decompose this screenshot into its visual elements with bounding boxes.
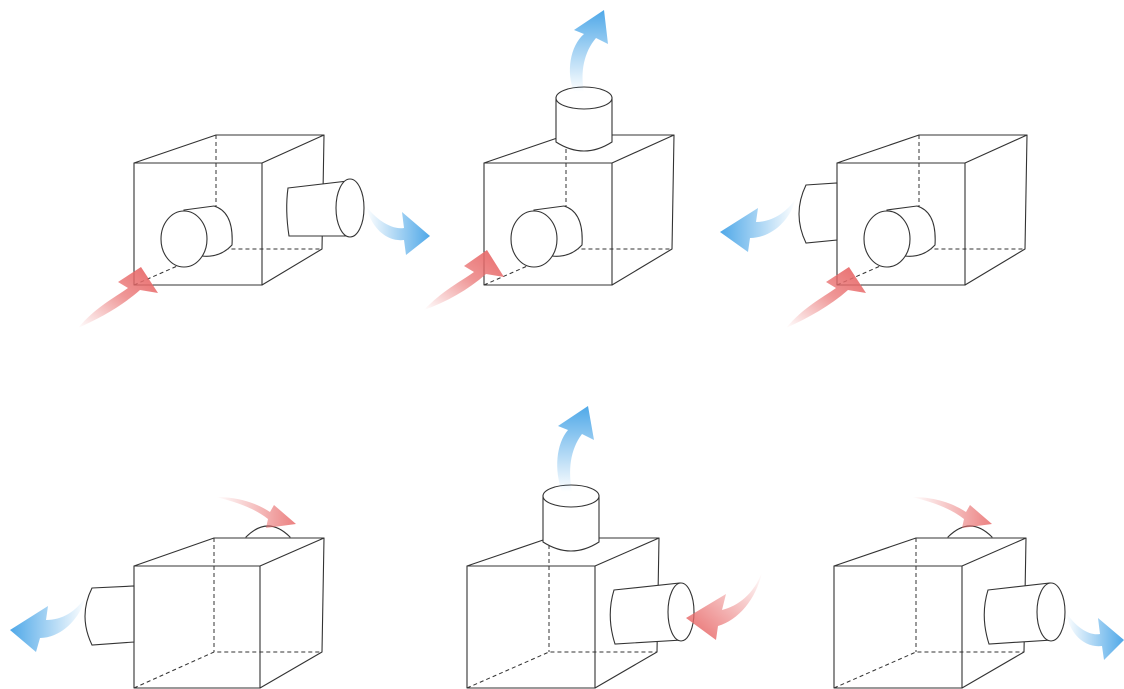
side-duct-collar <box>798 182 838 244</box>
top-duct-collar <box>555 86 613 152</box>
outflow-arrow <box>366 206 430 255</box>
outflow-arrow <box>569 10 608 92</box>
inflow-arrow <box>912 497 992 528</box>
front-duct-collar <box>160 205 233 268</box>
outflow-arrow <box>720 198 796 252</box>
panel-bottom-right <box>833 497 1124 689</box>
panel-top-right <box>720 134 1028 328</box>
front-duct-collar <box>863 205 936 268</box>
top-duct-collar <box>542 484 600 552</box>
panel-top-middle <box>424 10 675 310</box>
panel-top-left <box>78 134 430 328</box>
inflow-arrow <box>216 497 296 528</box>
side-duct-collar <box>286 178 365 238</box>
outflow-arrow <box>1066 612 1124 660</box>
top-duct-stub <box>947 525 993 538</box>
side-duct-collar <box>84 585 135 646</box>
outflow-arrow <box>10 596 86 652</box>
duct-box <box>833 537 1027 689</box>
side-duct-collar <box>983 582 1066 645</box>
panel-bottom-left <box>10 497 325 689</box>
duct-box <box>466 537 660 689</box>
side-duct-collar <box>609 582 695 645</box>
duct-box <box>836 134 1028 286</box>
inflow-arrow <box>786 267 866 328</box>
outflow-arrow <box>557 406 594 492</box>
duct-box <box>133 537 325 689</box>
inflow-arrow <box>78 267 158 328</box>
front-duct-collar <box>510 205 583 268</box>
panel-bottom-middle <box>466 406 762 689</box>
inflow-arrow <box>424 250 504 310</box>
inflow-arrow <box>686 572 762 640</box>
duct-box <box>483 134 675 286</box>
